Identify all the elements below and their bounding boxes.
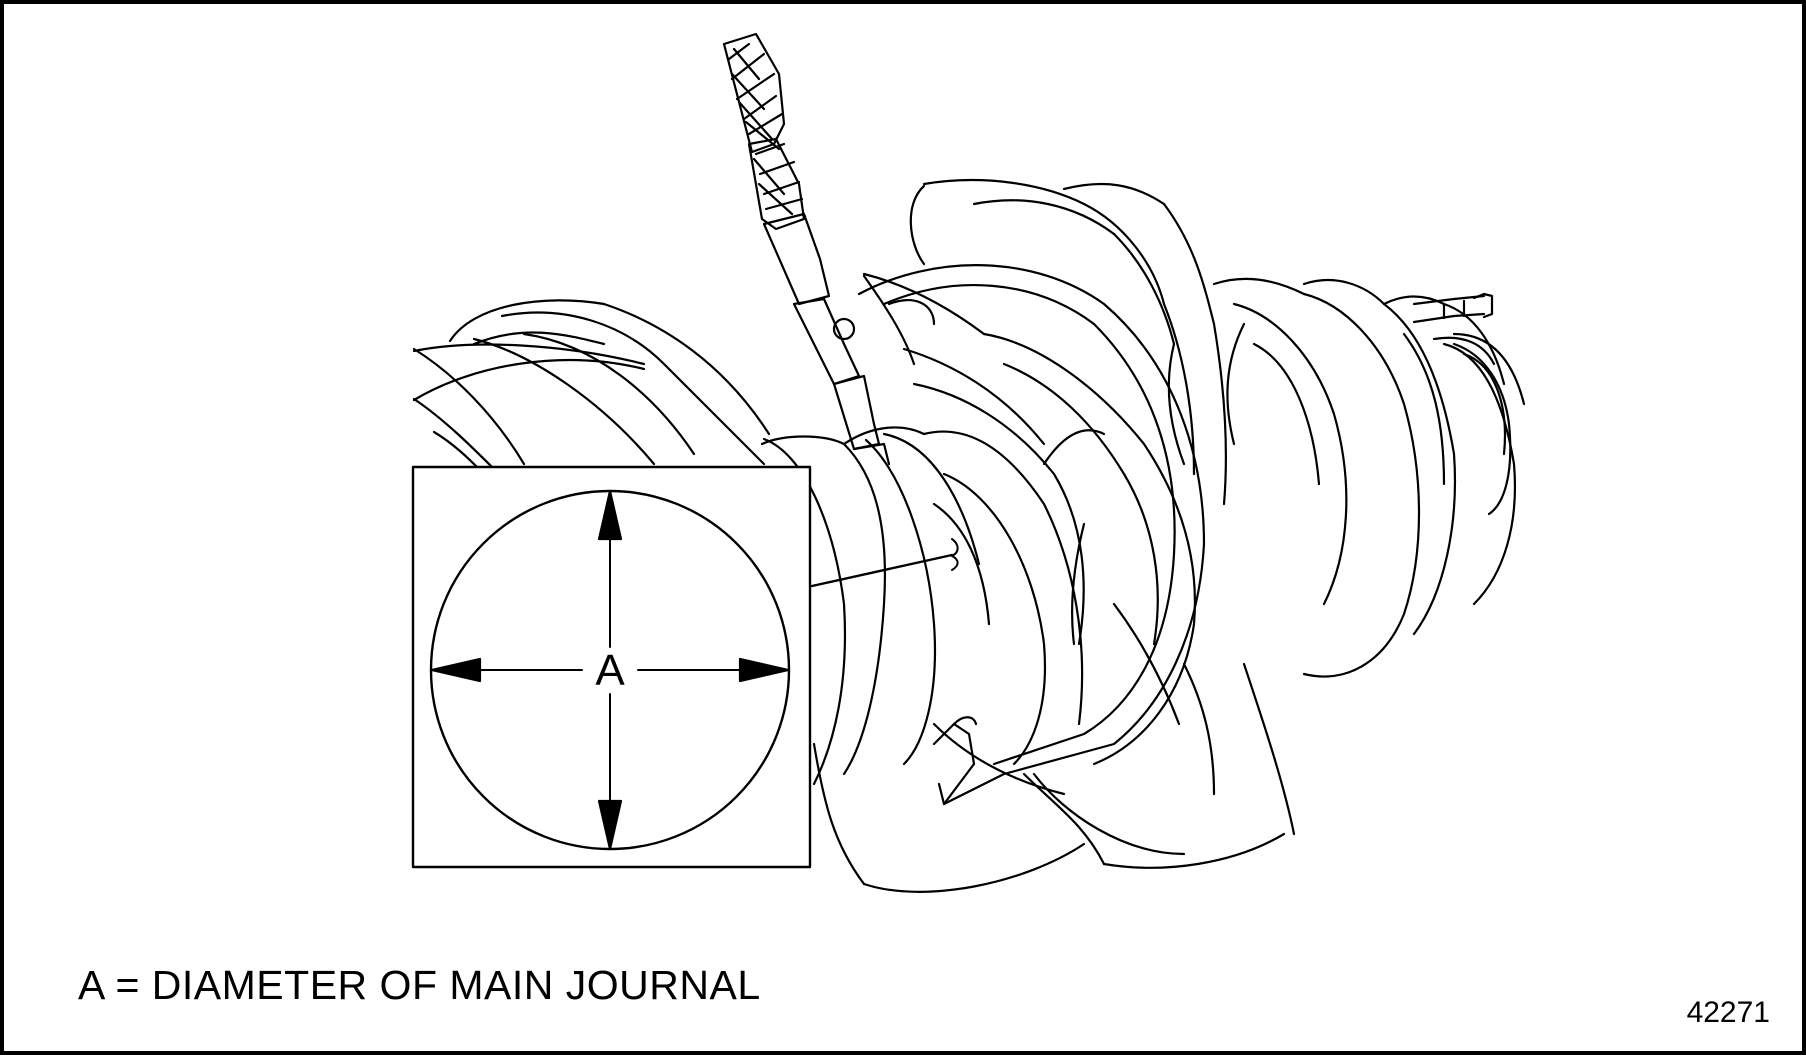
crankshaft-icon [412,179,1526,893]
arrow-bottom-icon [597,799,623,851]
leader-line [810,553,954,588]
figure-number: 42271 [1686,996,1770,1029]
arrow-top-icon [597,489,623,541]
dimension-label: A [595,646,625,695]
crankshaft-illustration: A [411,32,1526,893]
micrometer-icon [722,32,1206,806]
figure-caption: A = DIAMETER OF MAIN JOURNAL [78,962,761,1008]
journal-inset: A [411,465,812,869]
arrow-left-icon [430,657,482,683]
arrow-right-icon [738,657,790,683]
